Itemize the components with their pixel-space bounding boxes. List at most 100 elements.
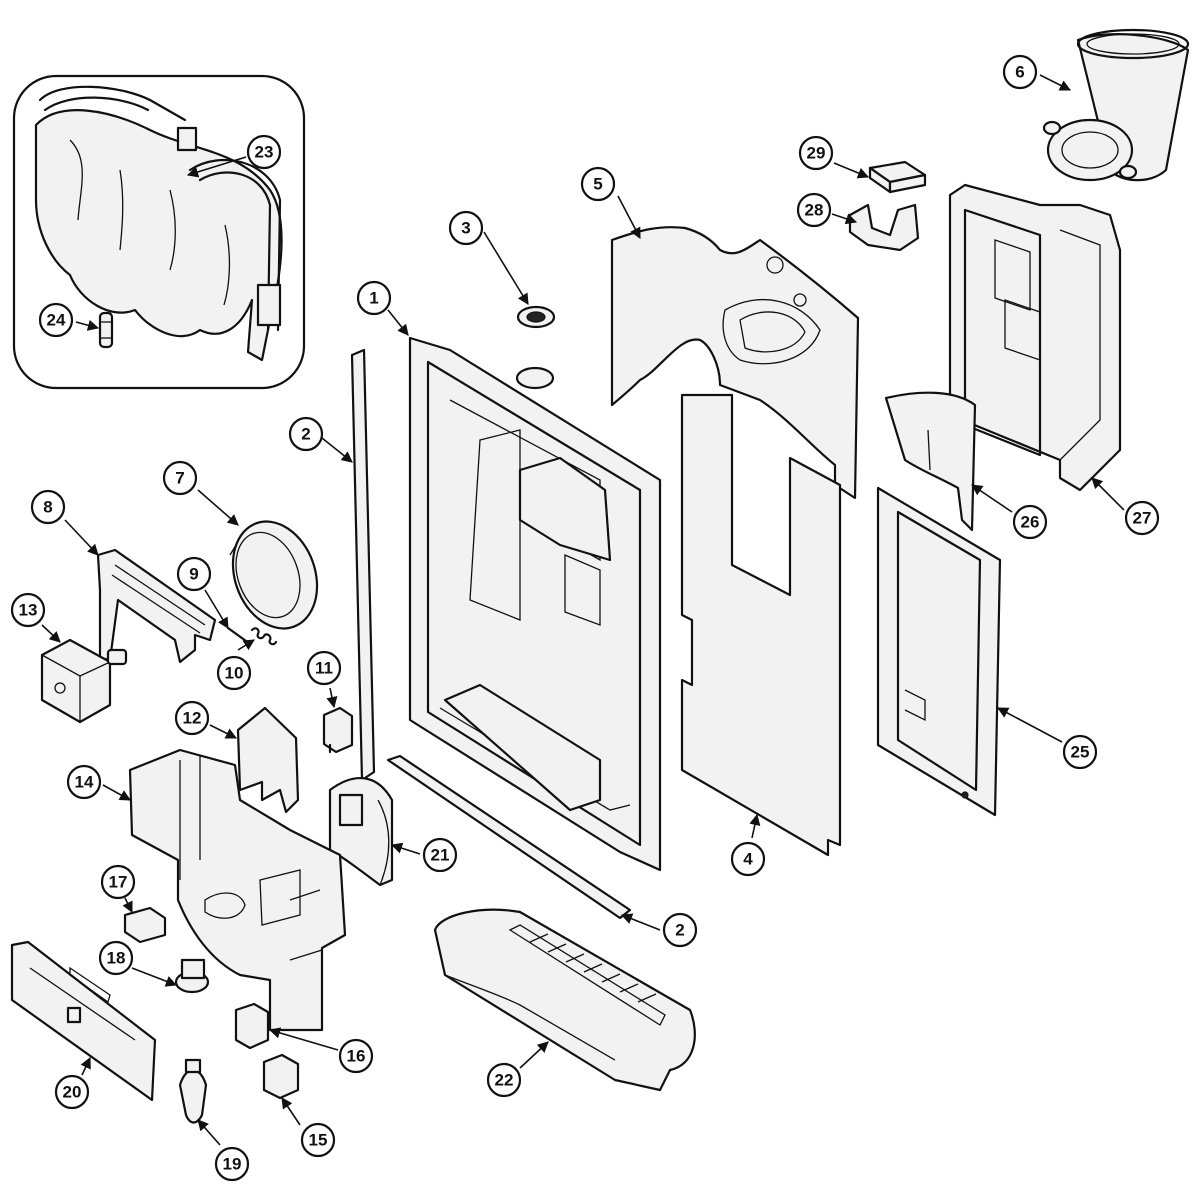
door-switch-drawing bbox=[234, 1002, 270, 1050]
callout-label: 11 bbox=[315, 659, 333, 678]
callout-label: 16 bbox=[347, 1047, 366, 1066]
callout-13: 13 bbox=[10, 592, 46, 628]
leader-13 bbox=[41, 624, 61, 643]
leader-21 bbox=[390, 842, 421, 855]
callout-label: 15 bbox=[309, 1131, 328, 1150]
callout-label: 2 bbox=[675, 921, 684, 940]
pin-drawing bbox=[226, 626, 248, 643]
callout-4: 4 bbox=[730, 841, 766, 877]
callout-26: 26 bbox=[1012, 504, 1048, 540]
callout-27: 27 bbox=[1124, 500, 1160, 536]
control-panel-drawing bbox=[10, 940, 157, 1102]
gasket-frame-drawing bbox=[876, 486, 1002, 817]
spring-drawing bbox=[250, 627, 278, 646]
leader-27 bbox=[1091, 477, 1125, 511]
leader-3 bbox=[483, 231, 529, 305]
callout-label: 26 bbox=[1021, 513, 1040, 532]
callout-29: 29 bbox=[798, 135, 834, 171]
pad-drawing bbox=[868, 160, 927, 194]
fuse-drawing bbox=[98, 311, 114, 349]
callout-label: 12 bbox=[183, 709, 202, 728]
dispenser-frame-drawing bbox=[408, 336, 662, 872]
dispenser-housing-drawing bbox=[948, 183, 1122, 492]
leader-19 bbox=[197, 1119, 221, 1146]
leader-6 bbox=[1039, 74, 1072, 91]
callout-label: 20 bbox=[63, 1083, 82, 1102]
callout-label: 4 bbox=[743, 850, 753, 869]
leader-8 bbox=[64, 519, 99, 556]
leader-24 bbox=[75, 319, 100, 331]
callout-9: 9 bbox=[176, 556, 212, 592]
callout-label: 29 bbox=[807, 144, 826, 163]
callout-label: 17 bbox=[109, 873, 128, 892]
grommet-drawing bbox=[516, 305, 556, 329]
callout-label: 6 bbox=[1015, 63, 1024, 82]
leader-15 bbox=[281, 1097, 301, 1126]
leader-1 bbox=[387, 309, 409, 336]
leader-26 bbox=[971, 484, 1013, 513]
callout-label: 8 bbox=[43, 498, 52, 517]
callout-label: 7 bbox=[175, 469, 184, 488]
callout-8: 8 bbox=[30, 489, 66, 525]
leader-5 bbox=[617, 195, 641, 239]
callout-14: 14 bbox=[66, 764, 102, 800]
callout-label: 25 bbox=[1071, 743, 1090, 762]
callout-label: 3 bbox=[461, 219, 470, 238]
small-switch-drawing bbox=[322, 706, 354, 754]
callout-17: 17 bbox=[100, 864, 136, 900]
callout-15: 15 bbox=[300, 1122, 336, 1158]
callout-25: 25 bbox=[1062, 734, 1098, 770]
callout-label: 10 bbox=[225, 664, 244, 683]
leader-11 bbox=[326, 687, 338, 709]
leader-7 bbox=[197, 489, 239, 526]
callout-label: 14 bbox=[75, 773, 94, 792]
drip-tray-drawing bbox=[433, 908, 696, 1092]
bracket-drawing bbox=[848, 203, 920, 252]
callout-label: 21 bbox=[431, 846, 450, 865]
callout-6: 6 bbox=[1002, 54, 1038, 90]
leader-17 bbox=[122, 897, 133, 914]
callout-label: 5 bbox=[593, 175, 602, 194]
light-bulb-drawing bbox=[178, 1058, 208, 1124]
callout-label: 18 bbox=[107, 949, 126, 968]
callout-label: 9 bbox=[189, 565, 198, 584]
callout-21: 21 bbox=[422, 837, 458, 873]
insulation-board-drawing bbox=[680, 393, 842, 857]
callout-1: 1 bbox=[356, 280, 392, 316]
leader-22 bbox=[519, 1041, 549, 1069]
ice-chute-drawing bbox=[1042, 28, 1190, 182]
callout-23: 23 bbox=[246, 134, 282, 170]
trim-strip-lower-drawing bbox=[386, 754, 632, 920]
callout-11: 11 bbox=[306, 650, 342, 686]
leader-29 bbox=[833, 162, 870, 179]
actuator-lever-drawing bbox=[96, 548, 217, 664]
insulation-top-drawing bbox=[610, 226, 860, 500]
leader-9 bbox=[204, 589, 229, 629]
deflector-drawing bbox=[884, 391, 977, 532]
leader-2-lower bbox=[620, 913, 661, 931]
callout-label: 28 bbox=[805, 201, 824, 220]
callout-3: 3 bbox=[448, 210, 484, 246]
leader-28 bbox=[831, 213, 858, 225]
callout-label: 1 bbox=[369, 289, 378, 308]
callout-2-lower: 2 bbox=[662, 912, 698, 948]
leader-12 bbox=[209, 724, 238, 739]
callout-label: 23 bbox=[255, 143, 274, 162]
micro-switch-drawing bbox=[123, 906, 167, 944]
callout-18: 18 bbox=[98, 940, 134, 976]
heater-assembly-drawing bbox=[34, 85, 283, 362]
round-cover-drawing bbox=[229, 520, 319, 630]
insulation-piece-drawing bbox=[236, 706, 300, 814]
callouts: 1 2 2 3 4 5 6 7 8 9 10 11 12 13 14 15 16… bbox=[10, 54, 1160, 1182]
solenoid-drawing bbox=[40, 638, 128, 724]
switch-cover-drawing bbox=[328, 777, 394, 887]
callout-16: 16 bbox=[338, 1038, 374, 1074]
callout-5: 5 bbox=[580, 166, 616, 202]
leader-2-upper bbox=[321, 437, 353, 463]
callout-label: 2 bbox=[301, 425, 310, 444]
lamp-socket-drawing bbox=[174, 958, 210, 994]
callout-7: 7 bbox=[162, 460, 198, 496]
leader-14 bbox=[102, 784, 131, 801]
callout-label: 27 bbox=[1133, 509, 1152, 528]
